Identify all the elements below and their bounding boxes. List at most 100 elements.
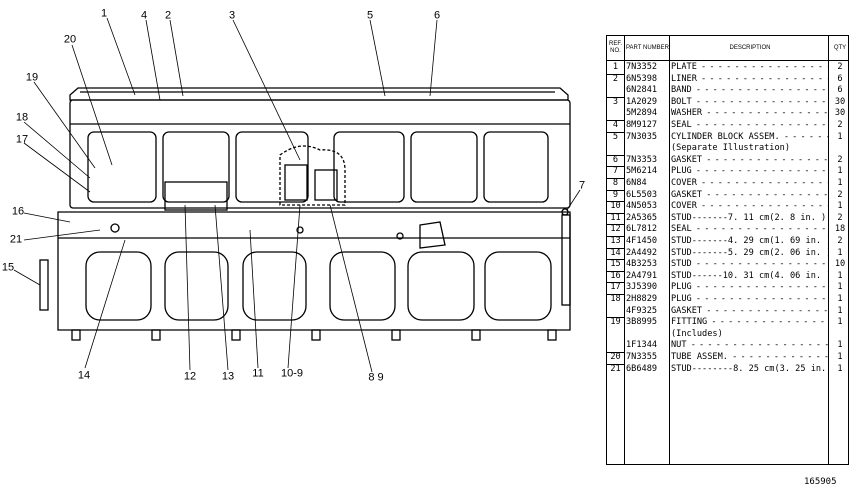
cell-part: 5M6214	[626, 166, 658, 177]
cell-part: 6N5398	[626, 73, 658, 84]
header-ref-no: REF. NO.	[608, 41, 622, 54]
cell-part: 6N84	[626, 178, 647, 188]
cell-ref: 15	[610, 259, 621, 270]
cell-qty: 1	[837, 294, 843, 304]
cell-part: 3B8995	[626, 317, 658, 328]
cell-qty: 2	[837, 62, 843, 72]
cell-desc: STUD------10. 31 cm(4. 06 in. ) long	[671, 271, 829, 283]
cell-desc: SEAL	[671, 224, 829, 236]
cell-ref: 16	[610, 270, 621, 281]
cell-ref: 21	[610, 363, 621, 374]
cell-qty: 1	[837, 166, 843, 177]
cell-desc: STUD-------4. 29 cm(1. 69 in. ) long	[671, 236, 829, 248]
table-row: (Separate Illustration)	[607, 143, 848, 155]
cell-ref: 7	[612, 166, 619, 177]
cell-qty: 1	[837, 131, 843, 142]
cell-qty: 2	[837, 236, 843, 246]
cell-part: 1F1344	[626, 340, 658, 351]
table-row: 104N5053COVER1	[607, 201, 848, 213]
cell-ref: 4	[612, 120, 619, 130]
cell-qty: 1	[837, 247, 843, 258]
callout-17: 17	[15, 133, 29, 146]
cell-desc: CYLINDER BLOCK ASSEM.	[671, 132, 829, 144]
cell-desc: BAND	[671, 85, 829, 97]
cell-ref: 5	[612, 131, 619, 142]
cell-ref: 1	[612, 62, 619, 72]
cell-qty: 2	[837, 120, 843, 130]
table-row: 48M9127SEAL2	[607, 120, 848, 132]
cell-qty: 6	[837, 85, 843, 96]
callout-14: 14	[77, 369, 91, 382]
cell-part: 6L7812	[626, 224, 658, 235]
cell-qty: 2	[837, 189, 843, 200]
cell-qty: 1	[837, 178, 843, 188]
cell-desc: TUBE ASSEM.	[671, 352, 829, 364]
cell-ref: 13	[610, 236, 621, 246]
cell-part: 6L5503	[626, 189, 658, 200]
callout-15: 15	[1, 261, 15, 274]
cell-qty: 18	[834, 224, 846, 235]
table-row: 5M2894WASHER30	[607, 108, 848, 120]
table-row: 154B3253STUD10	[607, 259, 848, 271]
callout-4: 4	[140, 9, 148, 22]
cell-desc: FITTING	[671, 317, 829, 329]
cell-desc: WASHER	[671, 108, 829, 120]
cell-part: 2A4492	[626, 247, 658, 258]
cell-qty: 1	[837, 340, 843, 351]
callout-12: 12	[183, 370, 197, 383]
table-row: 17N3352PLATE2	[607, 62, 848, 74]
cell-part: 4F9325	[626, 305, 658, 316]
table-row: 12 6L7812 SEAL 18	[607, 224, 848, 236]
cell-desc: (Includes)	[671, 328, 723, 339]
callout-21: 21	[9, 233, 23, 246]
cell-part: 6N2841	[626, 85, 658, 96]
cell-qty: 6	[837, 73, 843, 84]
cell-ref: 12	[610, 224, 621, 235]
cell-desc: STUD--------8. 25 cm(3. 25 in. ) long	[671, 364, 829, 376]
callout-5: 5	[366, 9, 374, 22]
header-description: DESCRIPTION	[729, 44, 771, 51]
cell-part: 4B3253	[626, 259, 658, 270]
cell-part: 7N3355	[626, 352, 658, 362]
cell-desc: NUT	[671, 340, 829, 352]
callout-2: 2	[164, 9, 172, 22]
cell-ref: 20	[610, 352, 621, 362]
table-header: REF. NO. PART NUMBER DESCRIPTION QTY	[607, 36, 848, 61]
cell-part: 4N5053	[626, 201, 658, 212]
cell-qty: 10	[834, 259, 846, 270]
cell-part: 7N3035	[626, 131, 658, 142]
header-qty: QTY	[833, 44, 847, 51]
table-row: 9 6L5503 GASKET 2	[607, 190, 848, 202]
table-row: 173J5390PLUG1	[607, 282, 848, 294]
table-row: 6N2841 BAND 6	[607, 85, 848, 97]
cell-qty: 1	[837, 270, 843, 281]
table-row: 193B8995FITTING1	[607, 317, 848, 329]
callout-13: 13	[221, 370, 235, 383]
cell-desc: BOLT	[671, 97, 829, 109]
cell-qty: 1	[837, 282, 843, 293]
cell-part: 2A5365	[626, 212, 658, 223]
cell-desc: GASKET	[671, 306, 829, 318]
cell-part: 7N3352	[626, 62, 658, 72]
cell-qty: 2	[837, 154, 843, 165]
cell-ref: 3	[612, 96, 619, 107]
callout-11: 11	[252, 367, 264, 380]
cell-desc: GASKET	[671, 155, 829, 167]
cell-desc: COVER	[671, 178, 829, 190]
table-row: 26N5398LINER6	[607, 74, 848, 86]
table-row: 1F1344 NUT 1	[607, 340, 848, 352]
cell-desc: STUD-------5. 29 cm(2. 06 in. ) long	[671, 248, 829, 260]
table-row: 75M6214PLUG1	[607, 166, 848, 178]
cell-ref: 9	[612, 189, 619, 200]
cell-desc: PLUG	[671, 294, 829, 306]
cell-ref: 8	[612, 178, 619, 188]
cell-ref: 19	[610, 317, 621, 328]
cell-qty: 1	[837, 363, 843, 374]
table-row: 5 7N3035 CYLINDER BLOCK ASSEM. 1	[607, 132, 848, 144]
cell-desc: GASKET	[671, 190, 829, 202]
cell-ref: 10	[610, 201, 621, 212]
